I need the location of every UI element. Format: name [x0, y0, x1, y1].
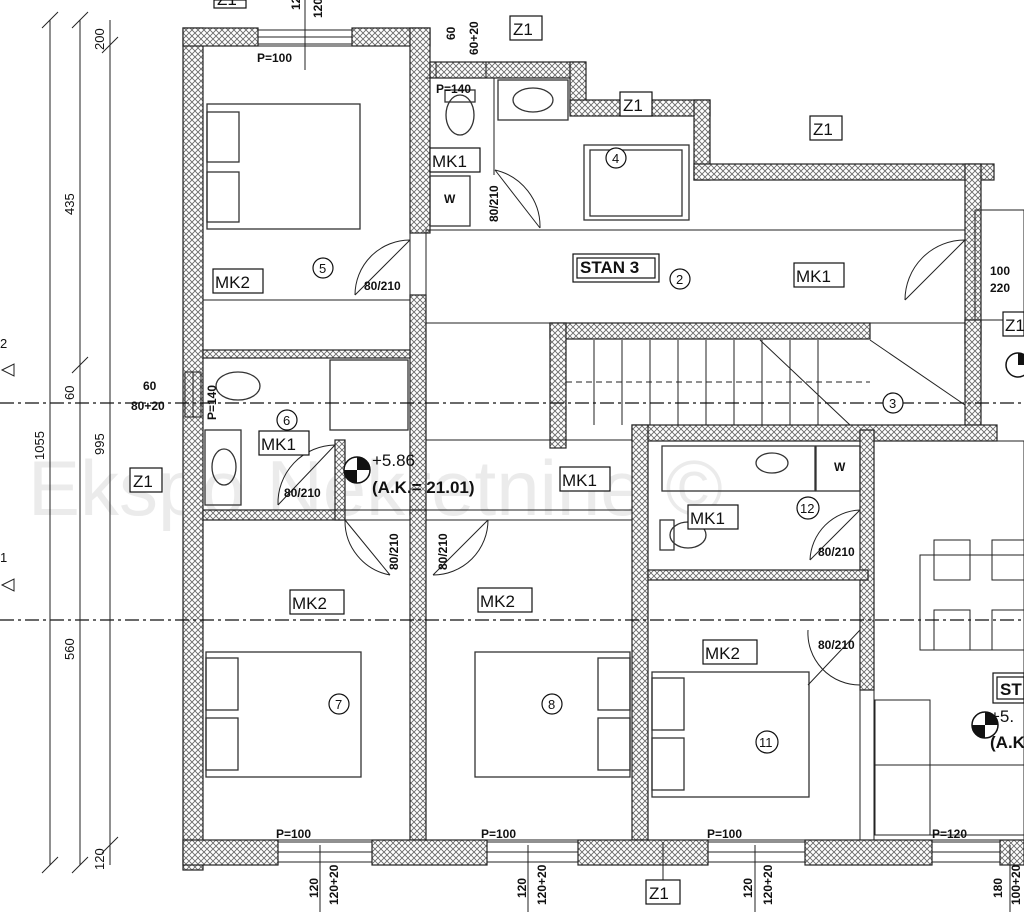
bathroom-fixtures [204, 79, 861, 551]
window-side-b: 80+20 [131, 399, 165, 413]
doors [277, 169, 966, 686]
neighbor-name: ST [1000, 680, 1022, 699]
top-window-dim-a: 120 [289, 0, 303, 10]
bed-room8 [474, 651, 631, 778]
room-number-12: 12 [800, 501, 814, 516]
door-label-room5: 80/210 [364, 279, 401, 293]
dim-outer-b: 560 [62, 638, 77, 660]
window-p-side: P=140 [205, 385, 219, 420]
tag-mk2-room11: MK2 [705, 644, 740, 663]
bottom-dim-3a: 120 [741, 878, 755, 898]
window-top-a: 60 [444, 26, 458, 40]
bottom-dim-4b: 100+20 [1009, 864, 1023, 905]
tag-z1-bath-right: Z1 [623, 96, 643, 115]
window-p-bottom-3: P=100 [707, 827, 742, 841]
absolute-level: (A.K.= 21.01) [372, 478, 475, 497]
bottom-dim-2b: 120+20 [535, 864, 549, 905]
tag-z1-bottom: Z1 [649, 884, 669, 903]
window-side-a: 60 [143, 379, 157, 393]
staircase [565, 339, 966, 426]
tag-z1-bath: Z1 [513, 20, 533, 39]
window-right-door-a: 100 [990, 264, 1010, 278]
tag-mk1-hall: MK1 [796, 267, 831, 286]
tag-z1-left: Z1 [133, 472, 153, 491]
tag-mk1-room12: MK1 [690, 509, 725, 528]
washer-label-top: W [444, 192, 456, 206]
tag-mk2-room5: MK2 [215, 273, 250, 292]
level-marker-edge [1005, 352, 1024, 378]
tag-z1-top: Z1 [217, 0, 237, 9]
tag-mk1-corridor: MK1 [562, 471, 597, 490]
bottom-dim-4a: 180 [991, 878, 1005, 898]
top-window-dim-b: 120 [311, 0, 325, 18]
dim-section-60: 60 [62, 386, 77, 400]
neighbor-absolute: (A.K [990, 733, 1024, 752]
tag-mk2-room7: MK2 [292, 594, 327, 613]
neighbor-level: +5. [990, 707, 1014, 726]
bottom-dim-2a: 120 [515, 878, 529, 898]
bottom-dim-3b: 120+20 [761, 864, 775, 905]
door-label-bath: 80/210 [487, 185, 501, 222]
window-right-door-b: 220 [990, 281, 1010, 295]
section-marker-1: 1 [0, 550, 7, 565]
bottom-dim-1b: 120+20 [327, 864, 341, 905]
bed-room5 [206, 103, 361, 230]
dim-outer-a: 435 [62, 193, 77, 215]
window-p-top-bath: P=140 [436, 82, 471, 96]
dim-total-inner: 995 [92, 433, 107, 455]
door-label-room11: 80/210 [818, 638, 855, 652]
dim-total-outer: 1055 [32, 431, 47, 460]
window-p-bottom-4: P=120 [932, 827, 967, 841]
room-number-11: 11 [759, 735, 773, 750]
washer-label-room12: W [834, 460, 846, 474]
dim-inner-top: 200 [92, 28, 107, 50]
tag-mk1-room6: MK1 [261, 435, 296, 454]
window-p-bottom-2: P=100 [481, 827, 516, 841]
room-number-2: 2 [676, 272, 683, 287]
level-marker-right [971, 711, 999, 739]
room-number-6: 6 [283, 413, 290, 428]
door-label-room12: 80/210 [818, 545, 855, 559]
room-number-4: 4 [612, 151, 619, 166]
section-lines [0, 402, 1024, 621]
window-p-bottom-1: P=100 [276, 827, 311, 841]
room-number-5: 5 [319, 261, 326, 276]
bottom-dim-1a: 120 [307, 878, 321, 898]
dimension-lines [41, 0, 1011, 912]
door-label-room7: 80/210 [387, 533, 401, 570]
window-p-top: P=100 [257, 51, 292, 65]
tag-mk1-bath: MK1 [432, 152, 467, 171]
bed-room7 [205, 651, 362, 778]
level-marker-main [343, 456, 371, 484]
tag-boxes [129, 0, 1024, 905]
bed-room11 [651, 671, 810, 798]
apartment-name: STAN 3 [580, 258, 639, 277]
dim-inner-bottom: 120 [92, 848, 107, 870]
room-circles [276, 147, 904, 754]
door-label-room6: 80/210 [284, 486, 321, 500]
tag-z1-upper: Z1 [813, 120, 833, 139]
room-number-7: 7 [335, 697, 342, 712]
window-top-b: 60+20 [467, 21, 481, 55]
section-arrows [0, 363, 15, 592]
tag-z1-edge: Z1 [1005, 316, 1024, 335]
level-value: +5.86 [372, 451, 415, 470]
dining-set [874, 539, 1024, 836]
tag-mk2-room8: MK2 [480, 592, 515, 611]
section-marker-2: 2 [0, 336, 7, 351]
door-label-room8: 80/210 [436, 533, 450, 570]
room-number-3: 3 [889, 396, 896, 411]
room-number-8: 8 [548, 697, 555, 712]
